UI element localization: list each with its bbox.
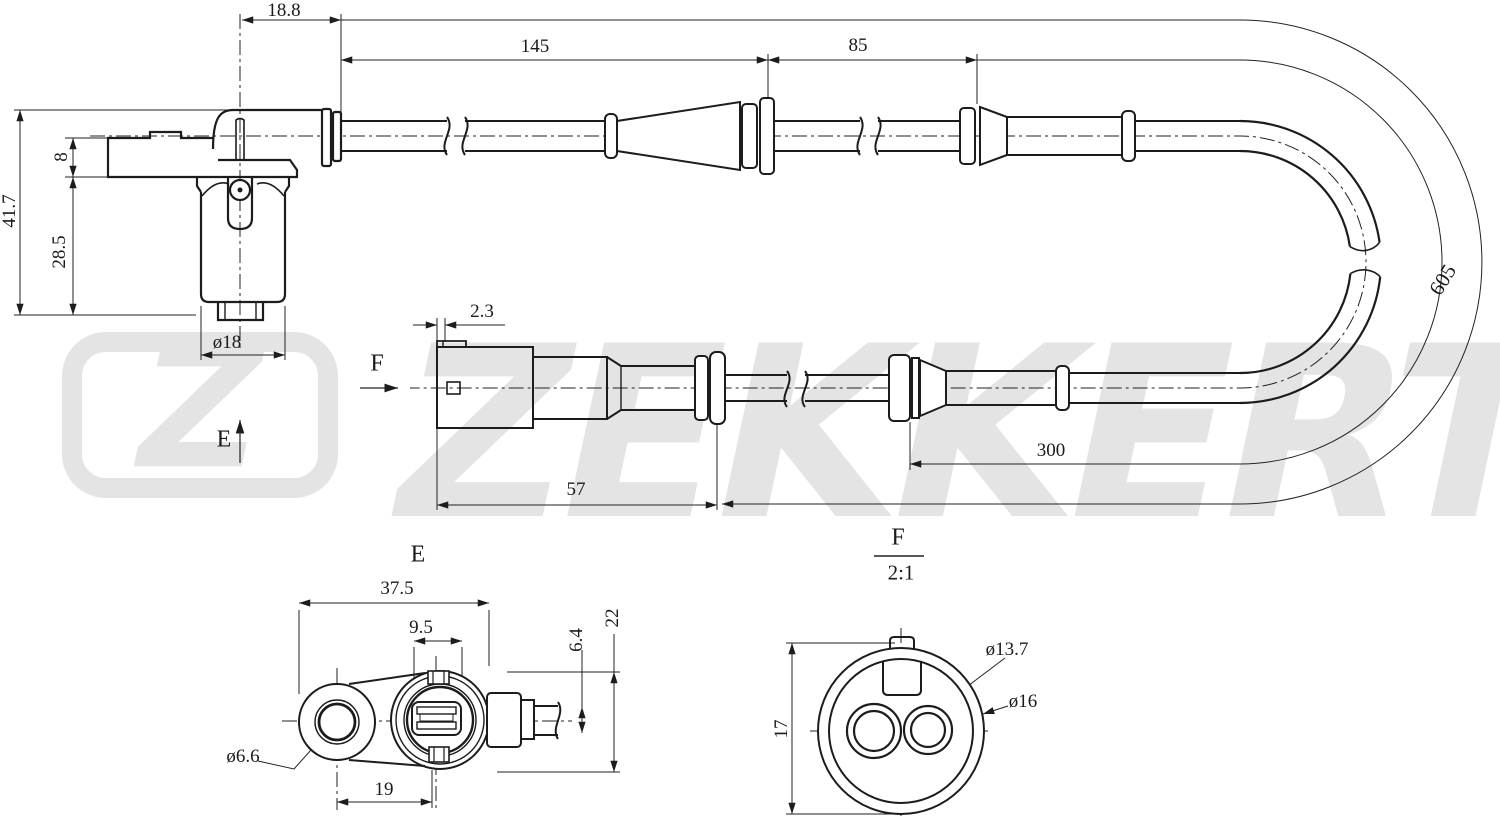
dim-head-thickness: 8	[51, 152, 72, 162]
f-view-drawing	[817, 636, 985, 815]
f-view-title: F	[891, 524, 905, 551]
dim-body-diameter: ø18	[212, 332, 242, 353]
dim-tail-length: 300	[1036, 440, 1066, 461]
dim-overall-height: 41.7	[0, 194, 20, 228]
connector-side-view	[436, 340, 1240, 429]
f-view-scale: 2:1	[887, 560, 915, 585]
dim-hole-diameter: ø6.6	[226, 746, 260, 767]
dimension-lines	[14, 14, 1483, 815]
cable-u-bend	[1239, 119, 1382, 405]
e-view-drawing	[298, 670, 562, 770]
dim-center-distance: 19	[374, 779, 394, 800]
dim-connector-length: 57	[566, 479, 586, 500]
brand-logo-box: Z	[62, 309, 338, 507]
dim-inner-diameter: ø13.7	[985, 639, 1029, 660]
dim-overall-width: 37.5	[380, 578, 414, 599]
dim-cable-height: 6.4	[566, 628, 587, 652]
dim-slot-width: 9.5	[409, 617, 433, 638]
e-view-title: E	[410, 541, 426, 568]
dim-outer-diameter: ø16	[1008, 691, 1038, 712]
cable-top-run	[341, 97, 1240, 175]
view-arrow-f-label: F	[370, 350, 384, 377]
dim-segment2: 85	[848, 35, 868, 56]
dim-head-offset: 18.8	[267, 0, 301, 21]
dim-segment1: 145	[520, 36, 550, 57]
dim-body-height: 28.5	[49, 235, 70, 269]
dim-e-overall-height: 22	[602, 608, 623, 628]
sensor-side-view	[106, 107, 343, 322]
view-arrow-e-label: E	[216, 426, 232, 453]
dim-f-height: 17	[771, 719, 792, 739]
dim-latch-offset: 2.3	[470, 301, 494, 322]
